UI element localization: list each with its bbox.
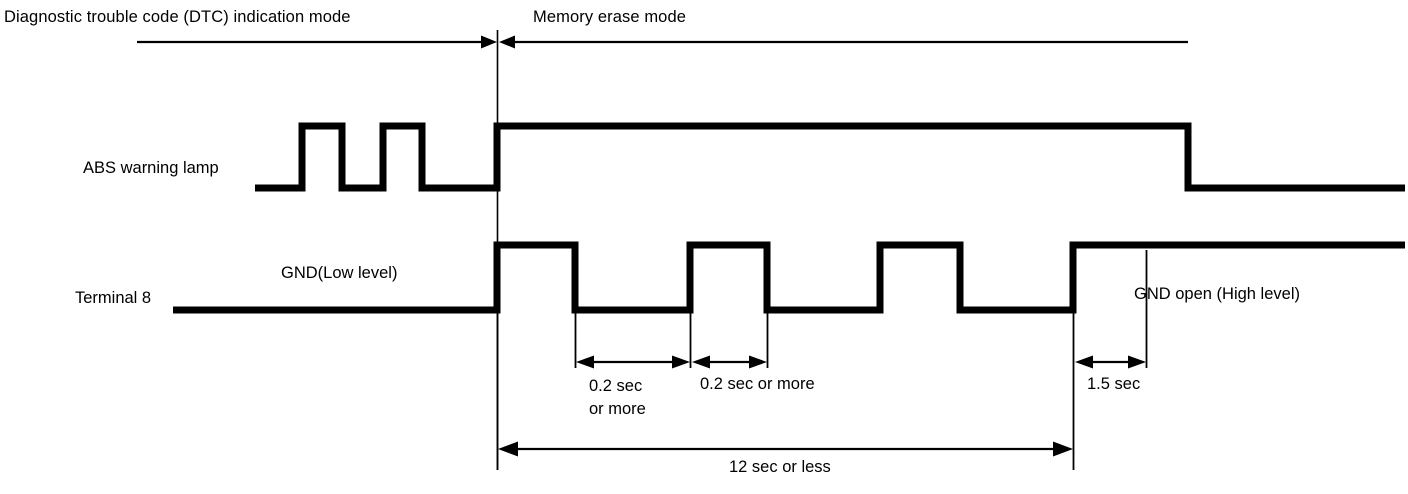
dim1-arrowhead-right — [672, 355, 690, 369]
abs-warning-lamp-waveform — [255, 122, 1405, 192]
dimension-label-d2-line1-text: 0.2 sec or more — [700, 375, 815, 393]
dimension-label-d1-line2-text: or more — [589, 400, 646, 418]
dim3-arrowhead-right — [1128, 355, 1146, 369]
dimension-label-d4-line1-text: 12 sec or less — [729, 458, 831, 476]
signal-label-abs-warning-lamp: ABS warning lamp — [83, 159, 219, 178]
dimension-label-12-sec-or-less: 12 sec or less — [729, 458, 831, 477]
dim4-arrowhead-right — [1053, 441, 1073, 457]
signal-label-terminal-8: Terminal 8 — [75, 289, 151, 308]
memory-erase-arrowhead-left — [499, 35, 515, 49]
dim3-arrowhead-left — [1075, 355, 1093, 369]
dimension-label-d1-line2: or more — [589, 398, 646, 421]
dim2-arrowhead-right — [749, 355, 767, 369]
memory-erase-title: Memory erase mode — [533, 8, 686, 27]
signal-label-abs-warning-lamp-text: ABS warning lamp — [83, 159, 219, 177]
level-label-high-text: GND open (High level) — [1134, 285, 1300, 303]
dim2-arrowhead-left — [692, 355, 710, 369]
level-label-low-text: GND(Low level) — [281, 264, 398, 282]
dtc-mode-arrowhead-right — [481, 35, 497, 49]
memory-erase-title-text: Memory erase mode — [533, 8, 687, 26]
level-label-low: GND(Low level) — [281, 264, 397, 283]
dimension-label-0p2-sec-or-more-second: 0.2 sec or more — [700, 375, 815, 394]
dimension-label-d3-line1-text: 1.5 sec — [1087, 375, 1141, 393]
dim4-arrowhead-left — [498, 441, 518, 457]
dtc-mode-title: Diagnostic trouble code (DTC) indication… — [4, 8, 351, 27]
terminal-8-waveform — [173, 241, 1405, 314]
dimension-label-d1-line1: 0.2 sec — [589, 375, 646, 398]
dtc-mode-title-text: Diagnostic trouble code (DTC) indication… — [4, 8, 351, 26]
signal-label-terminal-8-text: Terminal 8 — [75, 289, 152, 307]
dimension-label-d1-line1-text: 0.2 sec — [589, 377, 643, 395]
dim1-arrowhead-left — [576, 355, 594, 369]
dimension-label-1p5-sec: 1.5 sec — [1087, 375, 1140, 394]
dimension-label-0p2-sec-or-more-first: 0.2 sec or more — [589, 375, 646, 421]
level-label-high: GND open (High level) — [1134, 285, 1300, 304]
